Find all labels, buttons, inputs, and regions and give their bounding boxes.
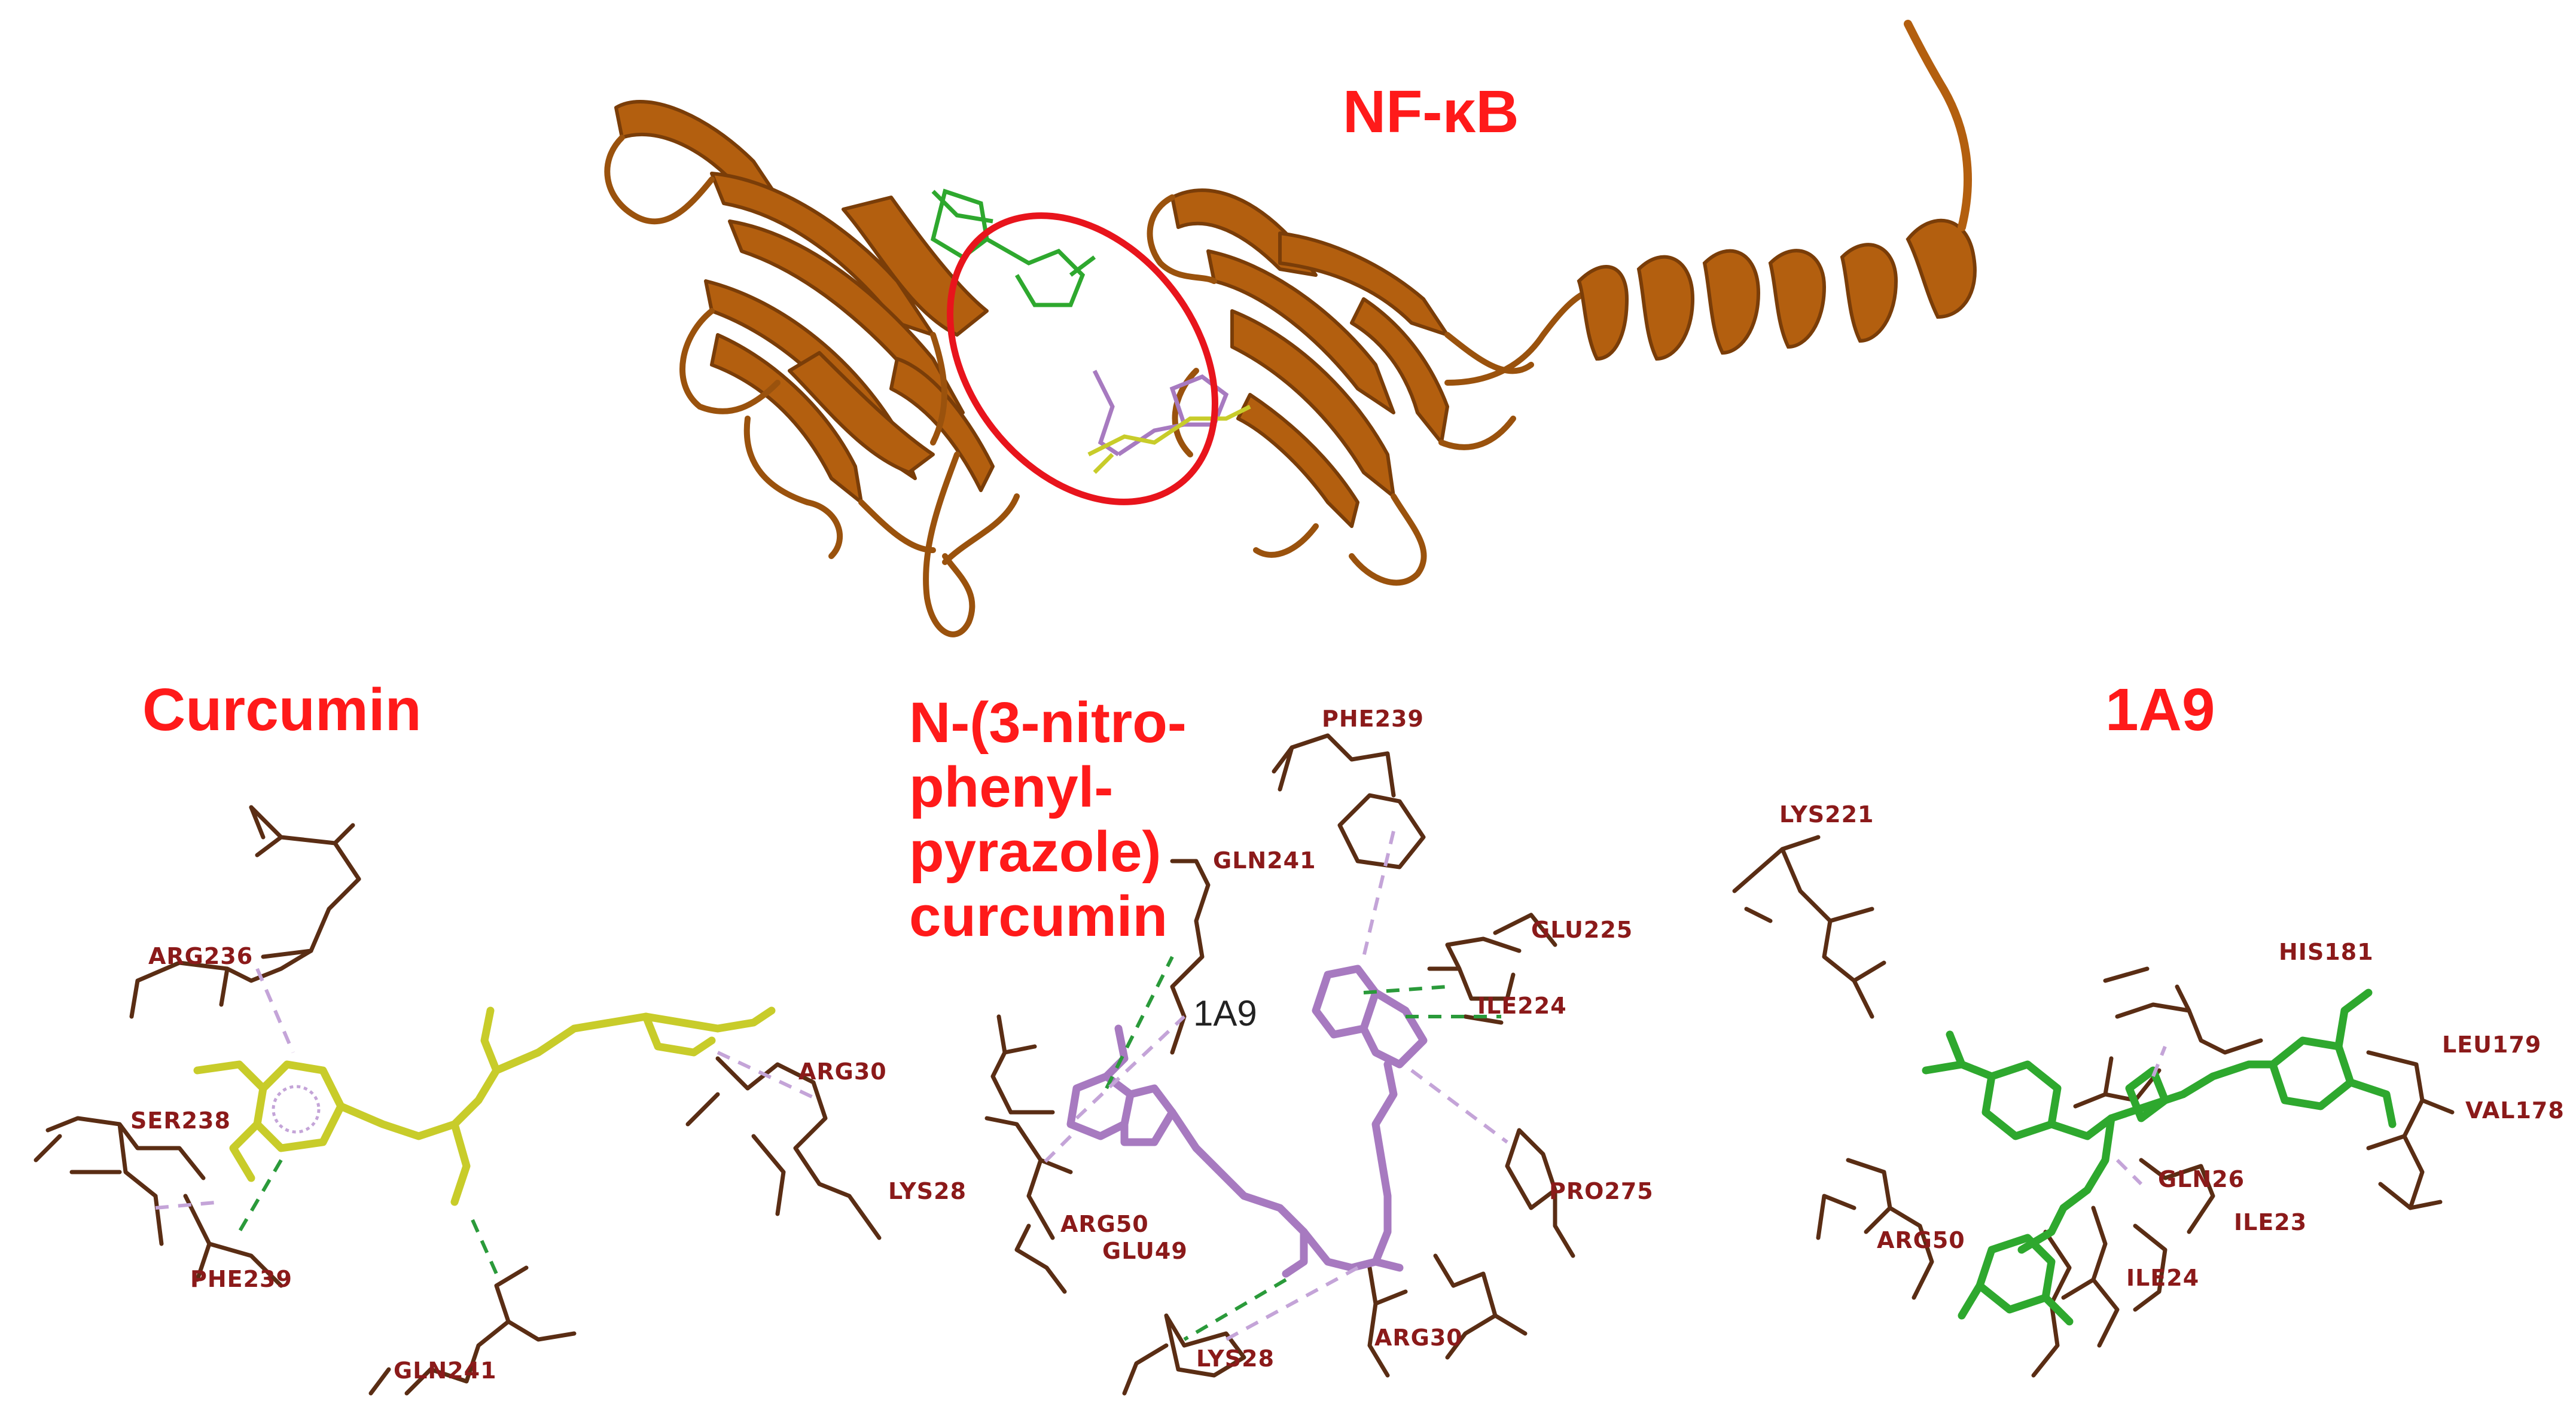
- derivative-residue-label: ILE224: [1477, 993, 1567, 1019]
- left-domain-loops: [604, 135, 1020, 637]
- curcumin-residue-label: GLN241: [394, 1357, 497, 1384]
- derivative-residue-label: PHE239: [1322, 706, 1424, 732]
- derivative-title-line-3: pyrazole): [909, 820, 1162, 884]
- docked-ligand-derivative: [1092, 370, 1229, 456]
- derivative-title: N-(3-nitro- phenyl- pyrazole) curcumin: [909, 691, 1187, 949]
- derivative-panel: PHE239 GLN241 GLU225 ILE224 PRO275 ARG50…: [984, 706, 1654, 1396]
- protein-ribbon: [604, 20, 1977, 637]
- 1a9-residue-label: ILE24: [2126, 1265, 2199, 1291]
- curcumin-residue-label: PHE239: [190, 1266, 292, 1292]
- curcumin-residue-label: ARG236: [148, 943, 253, 969]
- 1a9-residue-label: LYS221: [1779, 801, 1874, 828]
- helix-region: [1444, 20, 1977, 386]
- derivative-residue-label: ARG30: [1374, 1325, 1463, 1351]
- 1a9-residue-label: GLN26: [2158, 1166, 2245, 1192]
- curcumin-residue-label: LYS28: [888, 1178, 967, 1204]
- derivative-ligand-label: 1A9: [1193, 993, 1257, 1033]
- right-domain: [1170, 188, 1449, 528]
- 1a9-residue-sticks: [1732, 835, 2455, 1378]
- derivative-residue-label: ARG50: [1060, 1211, 1149, 1237]
- derivative-residue-label: GLU225: [1531, 917, 1633, 943]
- 1a9-residue-label: ARG50: [1877, 1227, 1965, 1253]
- derivative-contacts: [1039, 831, 1508, 1341]
- binding-site-ring: [947, 212, 1218, 505]
- derivative-residue-label: LYS28: [1196, 1345, 1275, 1372]
- curcumin-title: Curcumin: [142, 676, 422, 743]
- 1a9-contacts: [2115, 1045, 2167, 1186]
- derivative-title-line-2: phenyl-: [909, 755, 1114, 819]
- 1a9-residue-label: ILE23: [2234, 1209, 2307, 1235]
- panel-1a9: LYS221 HIS181 LEU179 VAL178 GLN26 ILE23 …: [1732, 801, 2565, 1378]
- derivative-residue-label: GLN241: [1213, 847, 1316, 874]
- curcumin-ligand: [193, 1006, 776, 1206]
- derivative-title-line-4: curcumin: [909, 884, 1168, 948]
- curcumin-residue-sticks: [33, 805, 882, 1396]
- 1a9-ligand: [1922, 988, 2397, 1326]
- curcumin-residue-label: SER238: [130, 1107, 231, 1134]
- compound-1a9-title: 1A9: [2105, 676, 2215, 743]
- protein-title: NF-κB: [1343, 78, 1519, 145]
- right-domain-loops: [1147, 194, 1534, 586]
- curcumin-residue-label: ARG30: [798, 1058, 887, 1085]
- derivative-residue-sticks: [984, 733, 1575, 1396]
- derivative-title-line-1: N-(3-nitro-: [909, 691, 1187, 755]
- curcumin-contacts: [155, 968, 821, 1275]
- 1a9-residue-label: HIS181: [2279, 939, 2374, 965]
- 1a9-residue-label: LEU179: [2442, 1032, 2541, 1058]
- curcumin-aromatic-ring: [272, 1085, 321, 1134]
- docked-ligand-curcumin: [1087, 404, 1251, 474]
- derivative-residue-label: GLU49: [1102, 1238, 1188, 1264]
- derivative-residue-label: PRO275: [1549, 1178, 1654, 1204]
- derivative-ligand: [1066, 965, 1428, 1278]
- 1a9-residue-label: VAL178: [2465, 1097, 2565, 1124]
- curcumin-panel: ARG236 SER238 PHE239 ARG30 LYS28 GLN241: [33, 805, 967, 1396]
